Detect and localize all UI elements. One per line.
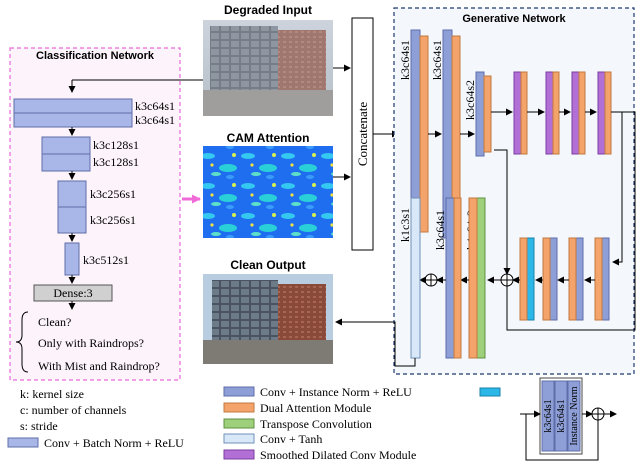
- dec-conv: [445, 197, 455, 359]
- legend-swatch-conv-bn: [7, 437, 39, 448]
- clean-output-title: Clean Output: [230, 258, 305, 272]
- question-3: With Mist and Raindrop?: [38, 359, 160, 373]
- brace: [15, 311, 29, 373]
- legend-swatch-sdc: [223, 449, 255, 460]
- dec-block-1: [594, 237, 610, 321]
- legend-k: k: kernel size: [20, 387, 84, 401]
- cls-layer-1: [13, 98, 133, 114]
- inset-label-2: k3c64s1: [556, 399, 567, 432]
- sdc-block-2: [545, 71, 560, 155]
- legend-conv-bn: Conv + Batch Norm + ReLU: [44, 436, 184, 450]
- legend-swatch-tanh: [223, 433, 255, 444]
- enc-attn-1: [419, 35, 429, 233]
- enc-label-1: k3c64s1: [398, 40, 412, 80]
- sdc-block-1: [513, 71, 528, 155]
- legend-transpose: Transpose Convolution: [260, 417, 372, 431]
- legend-c: c: number of channels: [20, 403, 127, 417]
- cls-label-6: k3c256s1: [90, 213, 136, 227]
- cls-label-3: k3c128s1: [93, 138, 139, 152]
- cls-label-5: k3c256s1: [90, 187, 136, 201]
- cam-attention-image: [203, 146, 333, 238]
- legend-conv-in: Conv + Instance Norm + ReLU: [260, 385, 412, 399]
- legend-swatch-transpose: [223, 418, 255, 429]
- enc-label-2: k3c64s1: [430, 40, 444, 80]
- dense-label: Dense:3: [53, 286, 92, 300]
- cls-layer-4: [41, 153, 91, 172]
- degraded-input-title: Degraded Input: [224, 3, 312, 17]
- clean-output-image: [203, 274, 333, 364]
- concatenate-label: Concatenate: [355, 102, 370, 166]
- dec-block-4: [519, 237, 535, 321]
- enc-attn-3: [483, 75, 492, 153]
- cls-label-2: k3c64s1: [135, 113, 175, 127]
- legend-tanh: Conv + Tanh: [260, 432, 322, 446]
- degraded-input-image: [203, 20, 333, 116]
- sdc-block-4: [597, 71, 612, 155]
- dec-tanh: [410, 197, 421, 359]
- dec-label-1: k1c3s1: [398, 208, 412, 242]
- cls-layer-2: [13, 112, 133, 128]
- question-1: Clean?: [38, 315, 71, 329]
- legend-sdc: Smoothed Dilated Conv Module: [260, 448, 416, 462]
- legend-s: s: stride: [20, 419, 58, 433]
- cls-label-1: k3c64s1: [135, 99, 175, 113]
- dec-transpose: [476, 197, 486, 359]
- legend-swatch-dual: [223, 402, 255, 413]
- enc-label-3: k3c64s2: [463, 80, 477, 120]
- cls-layer-3: [41, 136, 91, 155]
- cls-layer-5: [57, 180, 87, 208]
- legend-swatch-conv-in: [223, 386, 255, 397]
- inset-label-3: Instance Norm: [569, 386, 580, 445]
- cls-label-7: k3c512s1: [83, 253, 129, 267]
- dec-block-2: [568, 237, 584, 321]
- cam-attention-title: CAM Attention: [227, 131, 310, 145]
- cls-layer-7: [64, 242, 80, 276]
- cls-label-4: k3c128s1: [93, 155, 139, 169]
- inset-label-1: k3c64s1: [543, 399, 554, 432]
- classification-network-title: Classification Network: [36, 50, 155, 62]
- legend-swatch-aux: [479, 387, 501, 397]
- dense-layer: [33, 284, 113, 302]
- legend-dual: Dual Attention Module: [260, 401, 371, 415]
- question-2: Only with Raindrops?: [38, 336, 144, 350]
- generative-network-box: [393, 7, 635, 375]
- enc-conv-3: [475, 71, 485, 157]
- dec-label-2: k3c64s1: [433, 210, 447, 250]
- cls-layer-6: [57, 206, 87, 234]
- generative-network-title: Generative Network: [462, 13, 566, 25]
- sdc-block-3: [571, 71, 586, 155]
- dec-block-3: [542, 237, 558, 321]
